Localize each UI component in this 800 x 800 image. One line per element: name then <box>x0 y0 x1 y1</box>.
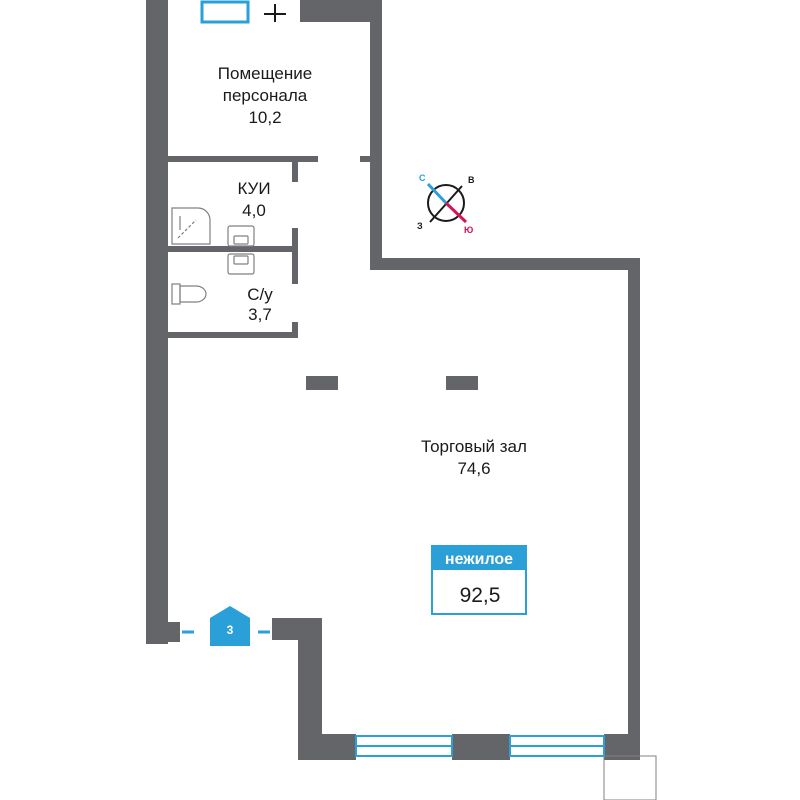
compass-circle <box>427 184 465 222</box>
wall-bottom-mid <box>452 734 510 760</box>
partition-kui-right <box>292 162 298 182</box>
room-staff-name-line2: персонала <box>223 86 308 105</box>
vent-mark-icon <box>264 4 286 22</box>
room-kui-name: КУИ <box>237 179 270 198</box>
compass-south-label: Ю <box>464 225 473 235</box>
entrance-marker: 3 <box>182 606 270 646</box>
wall-top-right <box>300 0 382 22</box>
sink-icon-wc <box>227 253 255 275</box>
room-kui-area: 4,0 <box>242 201 266 220</box>
shower-icon <box>171 207 211 245</box>
partition-kui-bottom <box>168 246 298 252</box>
partition-staff-bottom-stub <box>360 156 372 162</box>
compass-east-label: В <box>468 175 475 185</box>
room-hall-area: 74,6 <box>457 459 490 478</box>
wall-nook-right <box>298 618 322 760</box>
wall-left <box>146 0 168 644</box>
entrance-number: 3 <box>227 623 234 637</box>
column-right <box>446 376 478 390</box>
balcony-outline <box>603 755 657 800</box>
wall-left-stub <box>168 622 180 642</box>
room-wc-area: 3,7 <box>248 305 272 324</box>
compass-needle-south <box>444 201 468 224</box>
area-badge-total: 92,5 <box>460 584 501 607</box>
partition-wc-right <box>292 254 298 284</box>
window-top <box>200 0 250 24</box>
partition-staff-bottom <box>168 156 318 162</box>
windows <box>200 0 605 757</box>
wall-staff-right <box>370 0 382 270</box>
room-staff-area: 10,2 <box>248 108 281 127</box>
walls <box>146 0 640 760</box>
area-badge-title: нежилое <box>445 551 513 568</box>
room-staff-name-line1: Помещение <box>218 64 312 83</box>
partition-wc-bottom-stub <box>292 322 298 338</box>
fixtures <box>171 207 255 305</box>
compass: С В Ю З <box>417 173 475 235</box>
room-wc-name: С/у <box>247 285 273 304</box>
room-hall-name: Торговый зал <box>421 437 527 456</box>
area-badge-header <box>432 546 526 570</box>
partition-kui-right-low <box>292 228 298 254</box>
column-left <box>306 376 338 390</box>
toilet-icon <box>171 283 207 305</box>
compass-north-label: С <box>419 173 426 183</box>
compass-west-label: З <box>417 221 423 231</box>
entrance-house-icon <box>210 606 250 646</box>
compass-needle-north <box>426 182 448 205</box>
wall-right <box>628 258 640 760</box>
partition-wc-bottom <box>168 332 298 338</box>
sink-icon <box>227 225 255 247</box>
area-badge: нежилое 92,5 <box>431 545 527 615</box>
partitions <box>168 156 478 390</box>
wall-hall-top <box>370 258 640 270</box>
